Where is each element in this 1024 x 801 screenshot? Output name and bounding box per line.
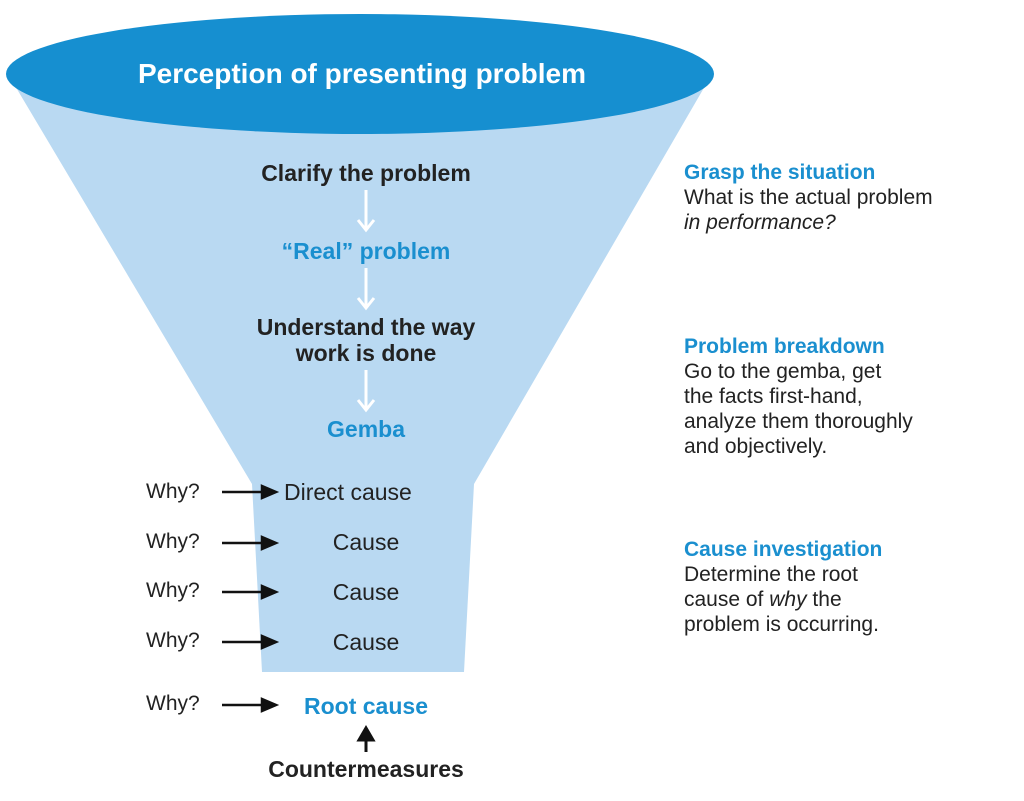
why-label-4: Why? — [146, 629, 200, 652]
sidebar-section-grasp-situation: Grasp the situation What is the actual p… — [684, 160, 933, 235]
section-body-line: problem is occurring. — [684, 613, 879, 636]
why-arrow-3 — [222, 584, 280, 600]
sidebar-section-cause-investigation: Cause investigation Determine the root c… — [684, 537, 882, 637]
root-cause: Root cause — [304, 693, 428, 719]
section-body-line-text: cause of why the — [684, 588, 842, 611]
step-arrows — [356, 190, 376, 413]
cause-direct: Direct cause — [284, 479, 412, 505]
section-body-line: What is the actual problem — [684, 186, 933, 209]
section-heading: Cause investigation — [684, 538, 883, 561]
cause-4: Cause — [332, 629, 400, 655]
step-clarify-problem: Clarify the problem — [261, 160, 471, 186]
section-body-line: analyze them thoroughly — [684, 410, 913, 433]
cause-2: Cause — [332, 529, 400, 555]
why-label-2: Why? — [146, 530, 200, 553]
section-body-line: the facts first-hand, — [684, 385, 863, 408]
funnel-top-ellipse — [6, 14, 714, 134]
why-arrow-2 — [222, 535, 280, 551]
step-understand-work: Understand the way work is done — [256, 314, 476, 366]
section-body-line: and objectively. — [684, 435, 828, 458]
funnel-body — [8, 74, 712, 672]
countermeasures-up-arrow — [356, 725, 376, 752]
why-label-3: Why? — [146, 579, 200, 602]
cause-3: Cause — [332, 579, 400, 605]
section-body-line-why: cause of why the — [684, 587, 882, 612]
why-arrow-5 — [222, 697, 280, 713]
why-arrows — [222, 484, 280, 713]
step-real-problem: “Real” problem — [281, 238, 451, 264]
section-heading: Problem breakdown — [684, 335, 885, 358]
why-arrow-4 — [222, 634, 280, 650]
section-heading: Grasp the situation — [684, 161, 876, 184]
why-label-5: Why? — [146, 692, 200, 715]
funnel-top-label: Perception of presenting problem — [137, 58, 587, 89]
step-gemba: Gemba — [327, 416, 405, 442]
why-label-1: Why? — [146, 480, 200, 503]
countermeasures-label: Countermeasures — [268, 756, 464, 782]
section-body-line: in performance? — [684, 211, 836, 234]
why-arrow-1 — [222, 484, 280, 500]
step-arrow-1 — [356, 190, 376, 233]
section-body-line: Go to the gemba, get — [684, 360, 882, 383]
section-body-line: Determine the root — [684, 563, 858, 586]
step-arrow-2 — [356, 268, 376, 311]
step-arrow-3 — [356, 370, 376, 413]
sidebar-section-problem-breakdown: Problem breakdown Go to the gemba, get t… — [684, 334, 913, 459]
